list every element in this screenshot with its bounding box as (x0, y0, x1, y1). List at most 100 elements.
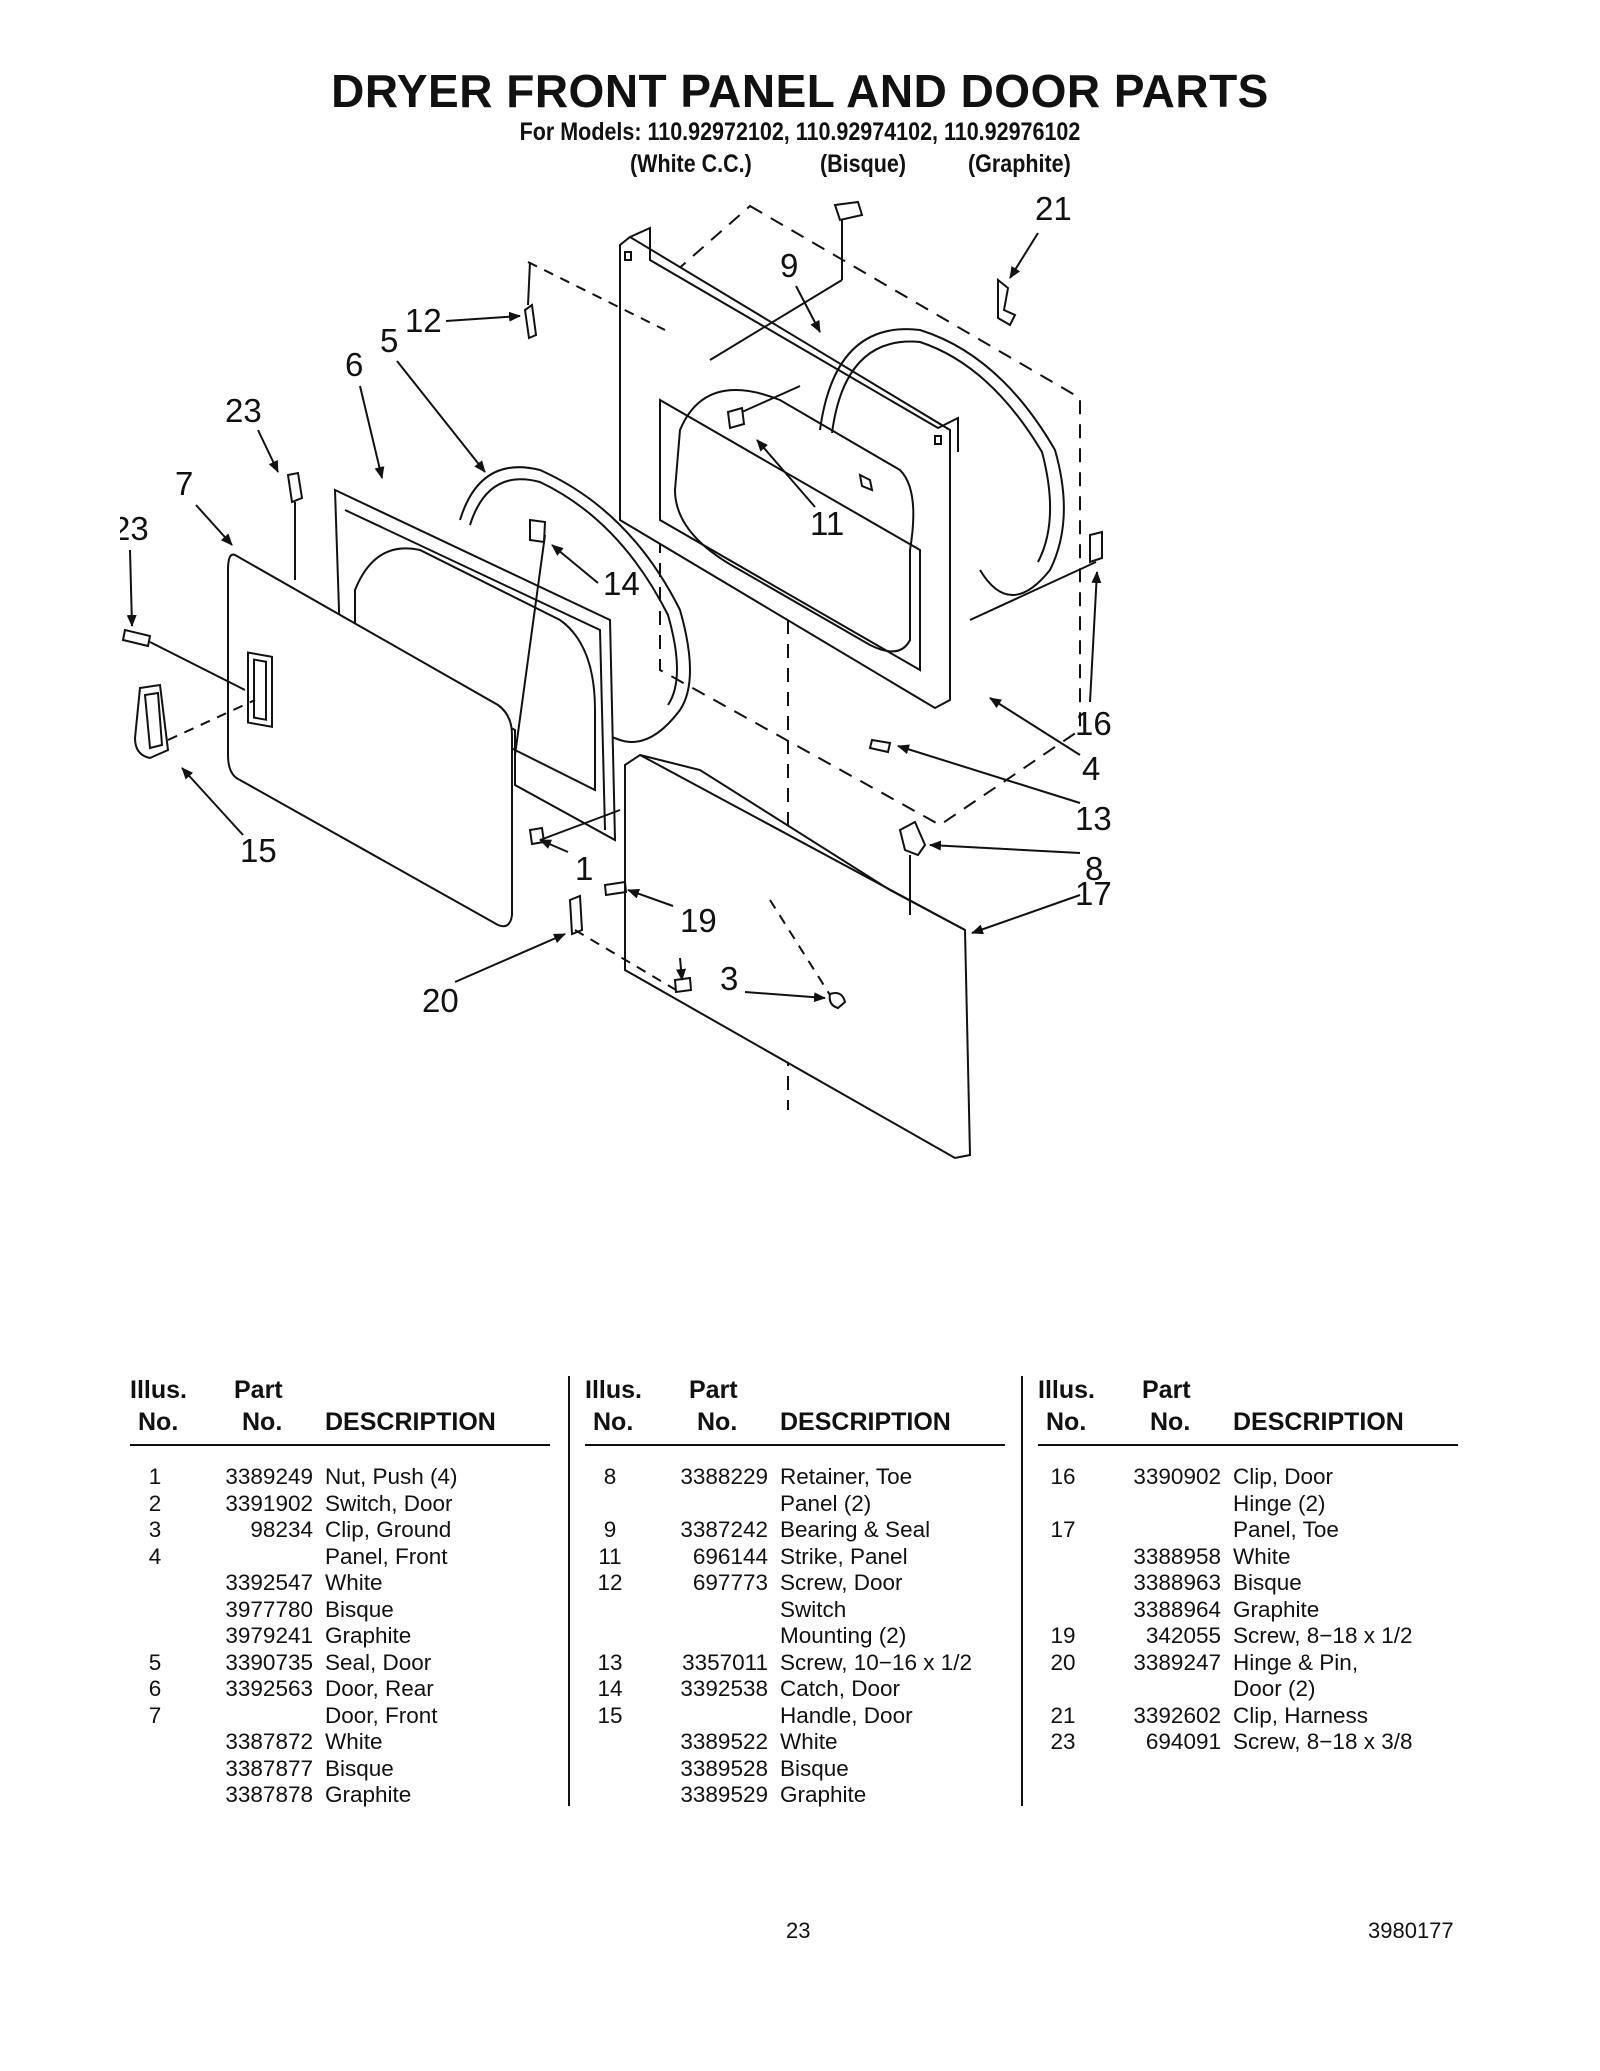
illus-number: 4 (148, 1543, 162, 1569)
exploded-parts-diagram: 2 21 9 12 5 6 23 7 23 11 14 16 4 13 15 1… (120, 190, 1112, 1160)
parts-header: Illus. No. Part No. DESCRIPTION (130, 1376, 550, 1446)
part-number: 3979241 (225, 1623, 313, 1648)
part-description: Screw, 8−18 x 1/2 (1233, 1623, 1413, 1648)
illus-number: 1 (148, 1464, 162, 1489)
part-number: 3357011 (682, 1649, 768, 1675)
part-number: 3392538 (680, 1676, 768, 1701)
part-number: 342055 (1145, 1623, 1221, 1648)
part-number: 3390735 (225, 1649, 313, 1675)
part-number: 3392602 (1133, 1702, 1221, 1728)
part-description: Bisque (325, 1755, 394, 1781)
part-number: 3388964 (1133, 1596, 1221, 1622)
front-panel (619, 226, 959, 710)
callout-16: 16 (1075, 705, 1112, 742)
table-row: 5 3390735 Seal, Door (130, 1650, 550, 1677)
parts-column-1: Illus. No. Part No. DESCRIPTION 1 3389249… (130, 1376, 550, 1821)
door-catch (529, 518, 547, 544)
ground-clip (828, 992, 847, 1010)
part-number: 3392563 (225, 1676, 313, 1701)
callout-17: 17 (1075, 875, 1112, 912)
part-description: White (325, 1570, 383, 1595)
color-bisque: (Bisque) (820, 150, 906, 178)
callout-23-left: 23 (120, 510, 149, 547)
table-row: Switch (585, 1597, 1005, 1624)
part-description: Bisque (325, 1596, 394, 1622)
table-row: Hinge (2) (1038, 1491, 1458, 1518)
part-number: 3387872 (225, 1729, 313, 1754)
part-number: 3389247 (1133, 1649, 1221, 1675)
hinge-pin (568, 894, 584, 936)
illus-number: 2 (148, 1490, 162, 1516)
part-description: Bearing & Seal (780, 1517, 931, 1542)
callout-6: 6 (345, 346, 363, 383)
part-number: 3389522 (680, 1729, 768, 1754)
part-description: Panel, Front (325, 1543, 448, 1569)
illus-number: 23 (1050, 1729, 1076, 1754)
toe-retainer (898, 820, 927, 857)
toe-panel (624, 753, 972, 1160)
part-number: 3389528 (680, 1755, 768, 1781)
illus-number: 20 (1050, 1649, 1076, 1675)
part-description: Switch, Door (325, 1490, 453, 1516)
screw-19-top (603, 880, 628, 897)
part-description: Hinge (2) (1233, 1490, 1326, 1516)
part-description: Graphite (780, 1782, 867, 1807)
part-description: Mounting (2) (780, 1623, 907, 1648)
callout-19: 19 (680, 902, 717, 939)
model-numbers: For Models: 110.92972102, 110.92974102, … (519, 118, 1081, 146)
table-row: Mounting (2) (585, 1623, 1005, 1650)
illus-number: 5 (148, 1649, 162, 1675)
bearing-seal (819, 328, 1065, 596)
part-number: 697773 (692, 1570, 768, 1595)
callout-9: 9 (780, 247, 798, 284)
illus-number: 14 (597, 1676, 623, 1701)
part-description: White (1233, 1543, 1291, 1569)
illus-number: 11 (598, 1543, 622, 1569)
part-description: Clip, Door (1233, 1464, 1334, 1489)
callout-23-top: 23 (225, 392, 262, 429)
column-divider (568, 1376, 570, 1806)
callout-8: 8 (1085, 850, 1103, 887)
part-number: 3390902 (1133, 1464, 1221, 1489)
callout-4: 4 (1082, 750, 1100, 787)
part-description: Graphite (325, 1782, 412, 1807)
part-description: Retainer, Toe (780, 1464, 913, 1489)
part-description: Door, Rear (325, 1676, 434, 1701)
door-hinge-clip (1089, 530, 1103, 564)
part-number: 3389249 (225, 1464, 313, 1489)
door-handle (133, 683, 170, 760)
part-description: Screw, 8−18 x 3/8 (1233, 1729, 1413, 1754)
part-description: Screw, Door (780, 1570, 903, 1595)
panel-strike (726, 406, 746, 430)
document-number: 3980177 (1368, 1918, 1454, 1943)
illus-number: 13 (597, 1649, 623, 1675)
illus-number: 9 (603, 1517, 617, 1542)
part-number: 696144 (692, 1543, 768, 1569)
part-description: Bisque (1233, 1570, 1302, 1595)
table-row: Door (2) (1038, 1676, 1458, 1703)
callout-1: 1 (575, 850, 593, 887)
part-description: Hinge & Pin, (1233, 1649, 1359, 1675)
front-door (227, 553, 513, 928)
part-description: Seal, Door (325, 1649, 432, 1675)
part-description: Door (2) (1233, 1676, 1316, 1701)
column-divider (1021, 1376, 1023, 1806)
part-number: 3388229 (680, 1464, 768, 1489)
door-switch (833, 200, 864, 222)
